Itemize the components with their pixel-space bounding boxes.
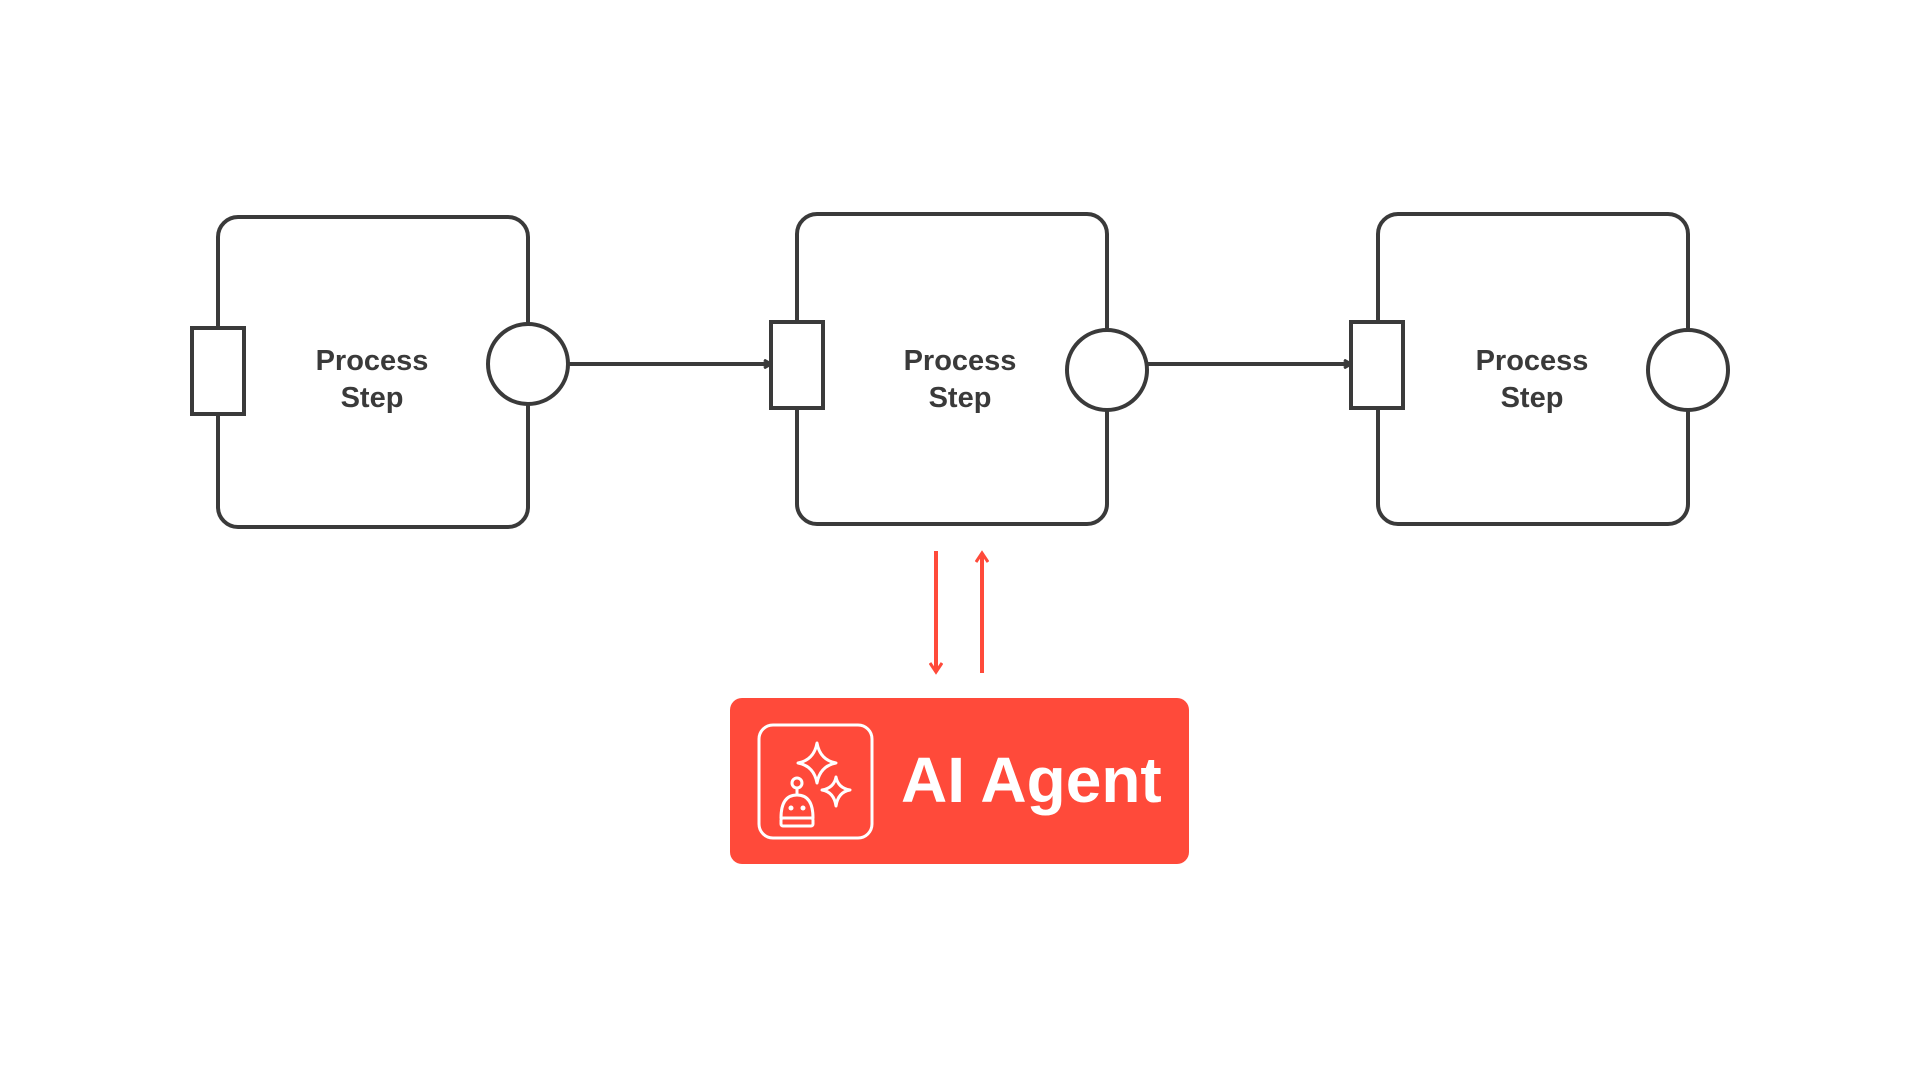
output-port-3[interactable] xyxy=(1646,328,1730,412)
process-step-label-3: Process Step xyxy=(1432,343,1632,417)
label-line1: Process xyxy=(315,345,429,377)
process-step-label-1: Process Step xyxy=(272,343,472,417)
input-port-1[interactable] xyxy=(190,326,246,416)
input-port-3[interactable] xyxy=(1349,320,1405,410)
process-step-label-2: Process Step xyxy=(860,343,1060,417)
label-line1: Process xyxy=(1475,345,1589,377)
output-port-2[interactable] xyxy=(1065,328,1149,412)
label-line2: Step xyxy=(340,382,404,414)
ai-agent-label: AI Agent xyxy=(901,744,1162,816)
label-line2: Step xyxy=(1500,382,1564,414)
ai-agent-box-bg xyxy=(730,698,1189,864)
robot-sparkles-icon xyxy=(757,723,874,840)
label-line2: Step xyxy=(928,382,992,414)
output-port-1[interactable] xyxy=(486,322,570,406)
input-port-2[interactable] xyxy=(769,320,825,410)
label-line1: Process xyxy=(903,345,1017,377)
ai-agent-node[interactable]: AI Agent xyxy=(730,698,1189,864)
